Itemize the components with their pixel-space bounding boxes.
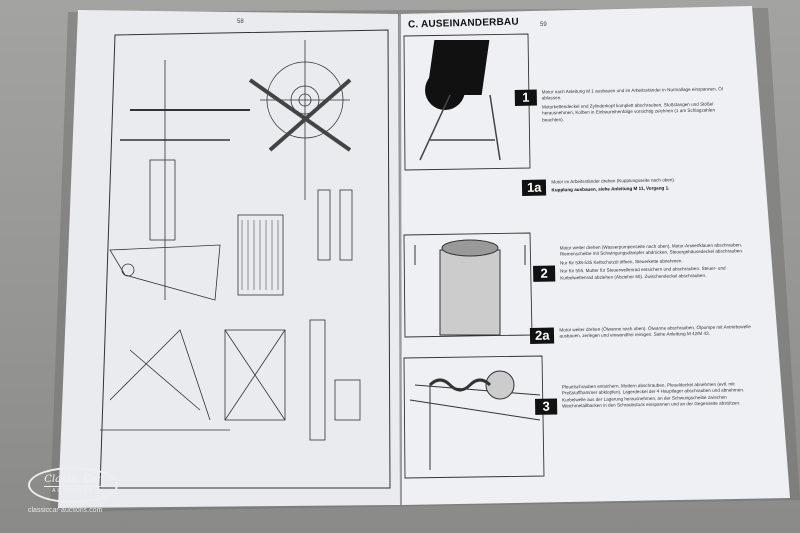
step-badge: 3: [534, 398, 558, 415]
engine-block-illustration: [414, 239, 526, 336]
step-3: 3 Pleuelschrauben entsichern, Muttern ab…: [534, 381, 757, 415]
left-page-number: 58: [237, 19, 244, 25]
step-text: Motor weiter drehen (Ölwanne nach oben).…: [559, 324, 754, 342]
watermark-site: classiccar-auctions.com: [28, 507, 103, 514]
step-paragraph: Pleuelschrauben entsichern, Muttern absc…: [561, 381, 745, 409]
step-text: Motor nach Anleitung M 1 ausbauen und im…: [542, 86, 738, 125]
step-paragraph: Motor nach Anleitung M 1 ausbauen und im…: [541, 86, 723, 101]
step-badge: 1a: [521, 179, 547, 196]
step-paragraph: Kupplung ausbauen, siehe Anleitung M 11,…: [551, 185, 670, 193]
step-2: 2 Motor weiter drehen (Wasserpumpenseite…: [533, 242, 756, 284]
step-paragraph: Motor weiter drehen (Wasserpumpenseite n…: [559, 242, 744, 257]
step-badge: 2: [533, 265, 556, 282]
right-page-number: 59: [540, 22, 547, 28]
logo-line1: Classic Car: [44, 474, 102, 485]
step-paragraph: Nur für 555. Mutter für Steuerwellenrad …: [560, 265, 726, 281]
step-text: Pleuelschrauben entsichern, Muttern absc…: [562, 381, 757, 412]
engine-illustration: [419, 40, 501, 161]
watermark-logo: Classic Car AUCTIONS: [28, 467, 118, 503]
step-paragraph: Motorkettendeckel und Zylinderkopf kompl…: [541, 101, 716, 123]
spine: [399, 13, 402, 506]
step-text: Motor im Arbeitsständer drehen (Kupplung…: [551, 176, 746, 196]
logo-line2: AUCTIONS: [44, 486, 102, 494]
crankshaft-illustration: [409, 370, 541, 470]
step-badge: 1: [514, 89, 537, 106]
step-1: 1 Motor nach Anleitung M 1 ausbauen und …: [514, 86, 738, 126]
technical-drawing: [99, 29, 391, 489]
step-text: Motor weiter drehen (Wasserpumpenseite n…: [560, 242, 756, 283]
step-badge: 2a: [529, 327, 555, 344]
left-page: [58, 10, 400, 508]
step-paragraph: Motor weiter drehen (Ölwanne nach oben).…: [559, 324, 751, 339]
